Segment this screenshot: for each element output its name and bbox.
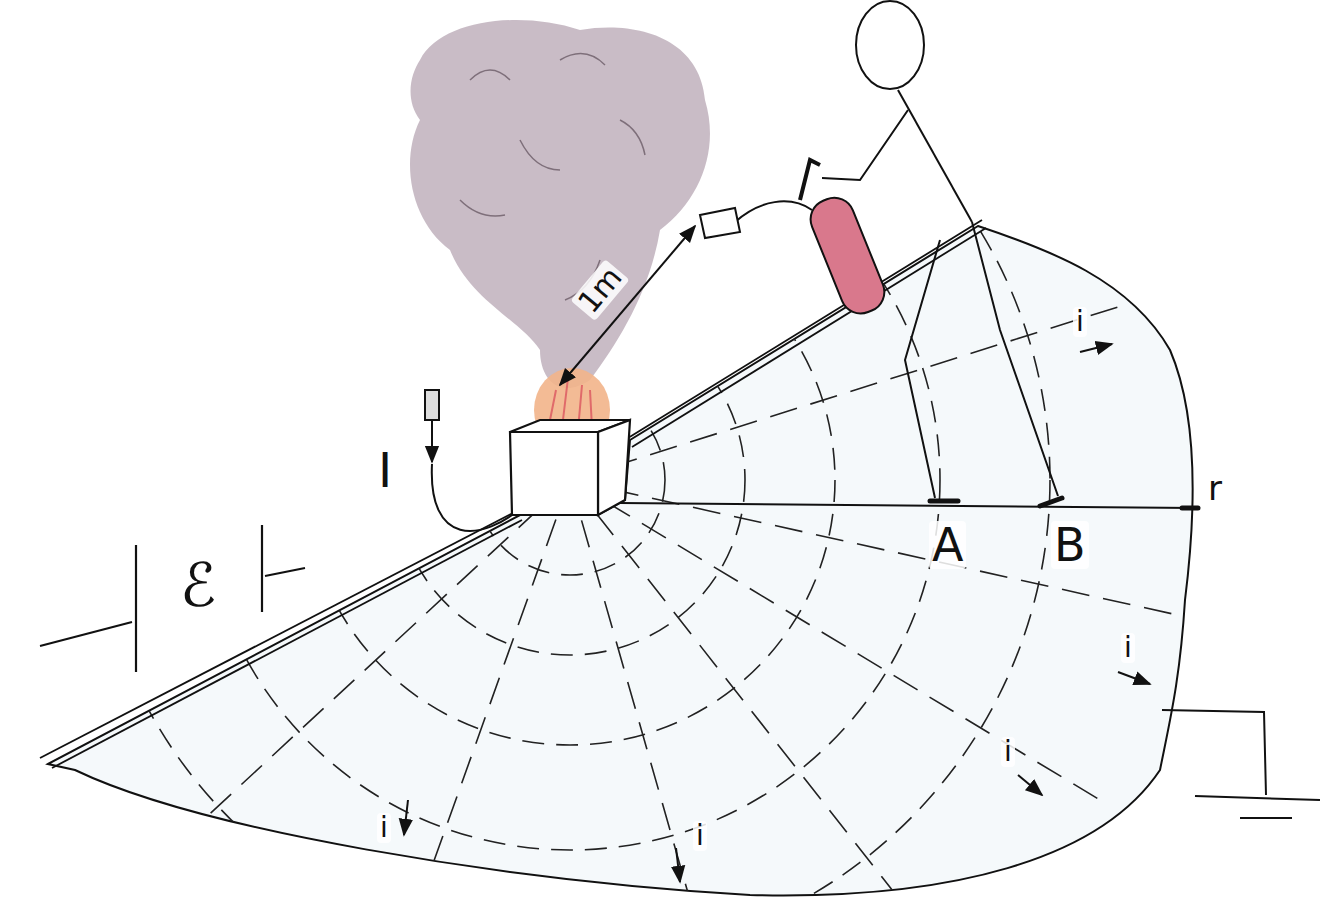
earth-bar	[1195, 796, 1320, 800]
equipotential-arcs	[90, 0, 1050, 911]
smoke-swirl	[560, 54, 605, 65]
current-line	[570, 480, 900, 900]
extinguisher-body	[805, 192, 891, 320]
smoke-blob	[410, 20, 710, 388]
box-side	[598, 420, 630, 515]
current-arrow	[676, 848, 680, 882]
emf-label: ℰ	[177, 554, 219, 616]
current-line	[570, 480, 690, 900]
current-label: I	[375, 445, 395, 495]
battery-wire	[265, 568, 305, 576]
point-mark-r	[1182, 506, 1198, 511]
current-arrow	[404, 800, 408, 835]
extinguisher-nozzle	[700, 208, 740, 238]
smoke-swirl	[520, 140, 560, 170]
figure-leg	[905, 240, 940, 498]
smoke-swirls	[460, 54, 645, 300]
figure-leg	[972, 222, 1058, 496]
current-density-label: i	[1121, 633, 1135, 663]
smoke-swirl	[470, 70, 510, 80]
extinguisher-hose	[735, 201, 812, 222]
smoke-swirl	[460, 200, 505, 216]
distance-label: 1m	[570, 259, 629, 321]
point-label: A	[929, 521, 966, 569]
earth-bar	[1240, 817, 1292, 819]
earth-wire	[1162, 710, 1266, 795]
smoke-cloud	[410, 20, 710, 388]
point-marks	[930, 498, 1198, 508]
extinguisher-handle	[800, 160, 820, 200]
fire-extinguisher	[700, 160, 890, 320]
current-line	[570, 480, 1100, 800]
current-arrows	[404, 344, 1150, 882]
current-wire	[431, 420, 433, 462]
equipotential-arc	[90, 0, 1050, 911]
point-mark-b	[1040, 498, 1062, 506]
point-mark-a	[930, 499, 958, 504]
meter-symbol	[425, 390, 439, 420]
radial-current-lines	[160, 300, 1200, 900]
current-line	[570, 300, 1140, 480]
distance-arrow	[560, 226, 695, 385]
box-front	[510, 432, 598, 515]
battery-wire	[40, 622, 132, 646]
earth-symbol	[1162, 710, 1320, 818]
figure-head	[856, 1, 924, 89]
current-density-label: i	[1001, 737, 1015, 767]
figure-body	[898, 90, 972, 222]
current-density-label: i	[377, 813, 391, 843]
smoke-swirl	[620, 120, 645, 155]
current-arrow	[1118, 672, 1150, 684]
slope-line	[628, 220, 982, 438]
battery-plate	[261, 525, 263, 612]
battery-symbol	[40, 525, 305, 672]
current-density-label: i	[1073, 307, 1087, 337]
battery-plate	[135, 545, 137, 672]
current-line	[420, 480, 570, 900]
current-arrow	[1018, 775, 1042, 795]
radius-label: r	[1205, 470, 1225, 506]
radius-line	[620, 503, 1195, 508]
stick-figure	[822, 1, 1058, 498]
figure-arm	[822, 110, 908, 180]
point-label: B	[1051, 521, 1089, 569]
current-density-label: i	[693, 821, 707, 851]
current-arrow	[1080, 344, 1112, 352]
burning-box	[510, 420, 630, 515]
slope-line	[52, 520, 522, 768]
slope-line	[40, 512, 515, 758]
current-line	[160, 480, 570, 860]
